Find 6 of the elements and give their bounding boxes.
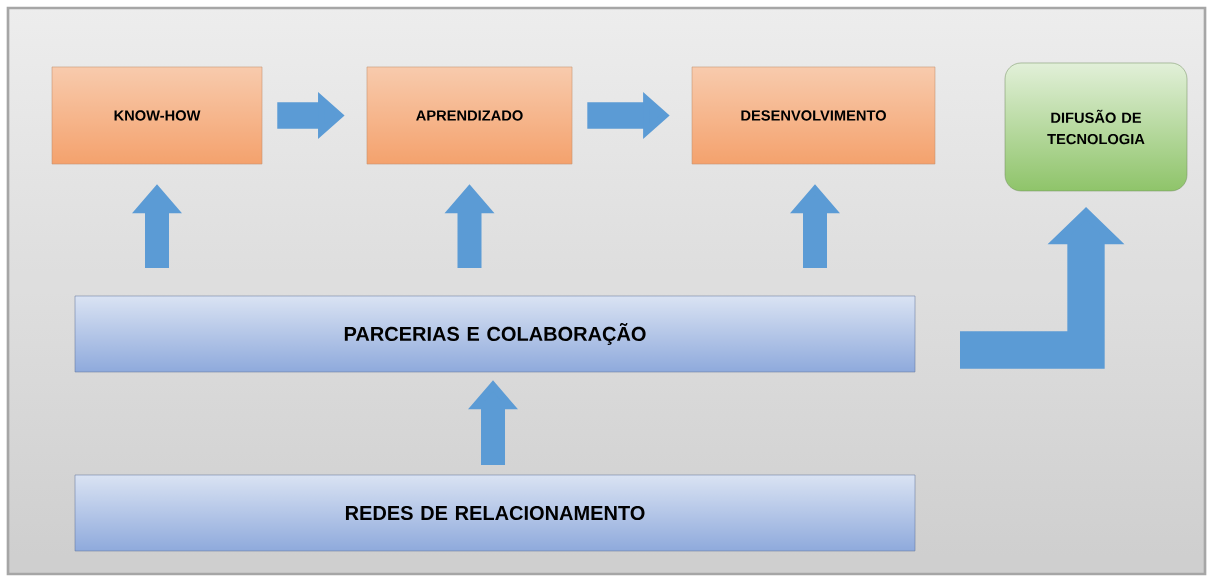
rounded-box: DIFUSÃO DE TECNOLOGIA	[1004, 62, 1188, 192]
band-box: REDES DE RELACIONAMENTO	[74, 474, 916, 552]
process-box: APRENDIZADO	[366, 66, 573, 165]
band-box: PARCERIAS E COLABORAÇÃO	[74, 295, 916, 373]
process-box: KNOW-HOW	[51, 66, 263, 165]
process-box: DESENVOLVIMENTO	[691, 66, 936, 165]
